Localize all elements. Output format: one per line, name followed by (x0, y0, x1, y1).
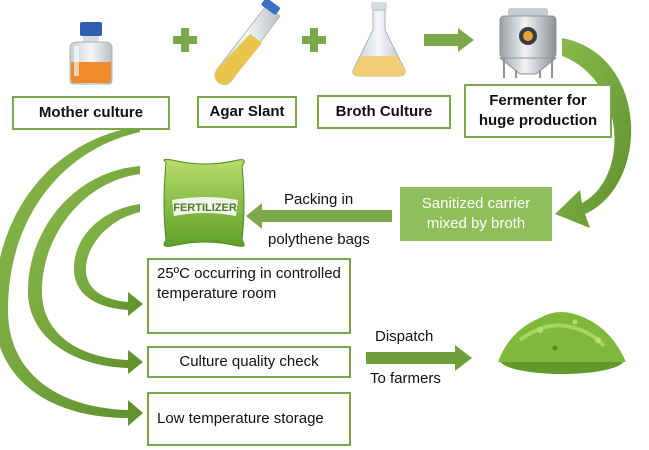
broth-culture-box: Broth Culture (317, 95, 451, 129)
dispatch-label-line1: Dispatch (375, 328, 434, 345)
fertilizer-bag-icon: FERTILIZER (163, 158, 245, 247)
arrow-to-temperature-room (73, 204, 143, 316)
fermenter-box: Fermenter for huge production (464, 84, 612, 138)
plus-icon (302, 28, 326, 52)
plus-icon (173, 28, 197, 52)
green-powder-icon (498, 312, 626, 374)
agar-slant-box: Agar Slant (197, 96, 297, 128)
low-temp-storage-box: Low temperature storage (147, 392, 351, 446)
low-temp-storage-label: Low temperature storage (157, 410, 324, 427)
packing-label-line1: Packing in (284, 191, 354, 208)
mother-culture-label: Mother culture (38, 104, 144, 121)
broth-flask-icon (352, 2, 406, 77)
arrow-carrier-to-packing (246, 203, 392, 229)
arrow-dispatch (366, 345, 472, 371)
fermenter-tank-icon (498, 8, 558, 78)
temperature-room-box: 25ºC occurring in controlled temperature… (147, 258, 351, 334)
agar-slant-label: Agar Slant (209, 103, 285, 120)
dispatch-label-line2: To farmers (370, 370, 441, 387)
mother-culture-box: Mother culture (12, 96, 170, 130)
packing-label-line2: polythene bags (268, 231, 370, 248)
arrow-to-low-temp-storage (0, 126, 143, 426)
agar-slant-tube-icon (214, 0, 281, 86)
sanitized-carrier-box: Sanitized carrier mixed by broth (400, 187, 552, 241)
broth-culture-label: Broth Culture (335, 103, 433, 120)
bag-label: FERTILIZER (173, 202, 237, 214)
culture-bottle-icon (69, 22, 113, 85)
temperature-room-label: 25ºC occurring in controlled temperature… (157, 265, 341, 302)
fermenter-label: Fermenter for huge production (478, 92, 598, 129)
arrow-to-quality-check (27, 166, 143, 374)
sanitized-carrier-label: Sanitized carrier mixed by broth (421, 195, 531, 232)
quality-check-label: Culture quality check (179, 353, 319, 370)
arrow-fermenter-to-carrier (555, 38, 632, 228)
quality-check-box: Culture quality check (147, 346, 351, 378)
arrow-to-fermenter (424, 28, 474, 52)
